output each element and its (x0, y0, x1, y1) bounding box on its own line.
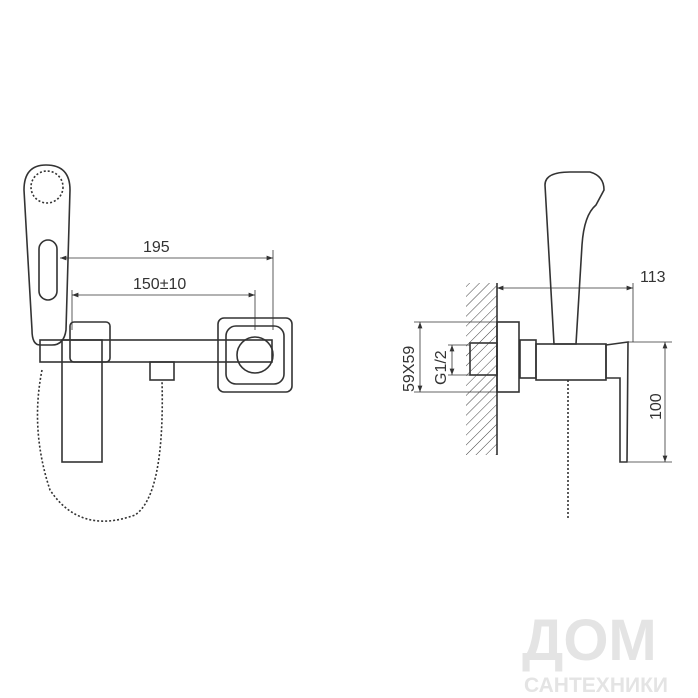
dimension-100: 100 (648, 393, 665, 420)
dimension-g12: G1/2 (433, 350, 450, 385)
dimension-113: 113 (640, 269, 666, 286)
lever-handle (605, 341, 629, 463)
wall-hatch (466, 283, 497, 455)
dimension-59x59: 59X59 (401, 346, 418, 392)
spray-head (30, 170, 64, 204)
side-hand-shower (544, 171, 605, 345)
watermark-title: ДОМ (522, 608, 657, 673)
front-view: 195 150±10 (23, 164, 293, 522)
dimension-150: 150±10 (133, 276, 186, 293)
hose-nut (149, 361, 175, 381)
side-body (535, 343, 607, 381)
dimension-195: 195 (143, 239, 170, 256)
mixer-body (61, 339, 103, 463)
side-view: 113 59X59 G1/2 100 (401, 171, 672, 520)
hand-shower (23, 164, 71, 346)
hose (36, 369, 164, 522)
shower-button (38, 239, 58, 301)
watermark-logo: ДОМ САНТЕХНИКИ (522, 608, 668, 697)
side-flange (496, 321, 520, 393)
watermark-subtitle: САНТЕХНИКИ (524, 674, 668, 697)
